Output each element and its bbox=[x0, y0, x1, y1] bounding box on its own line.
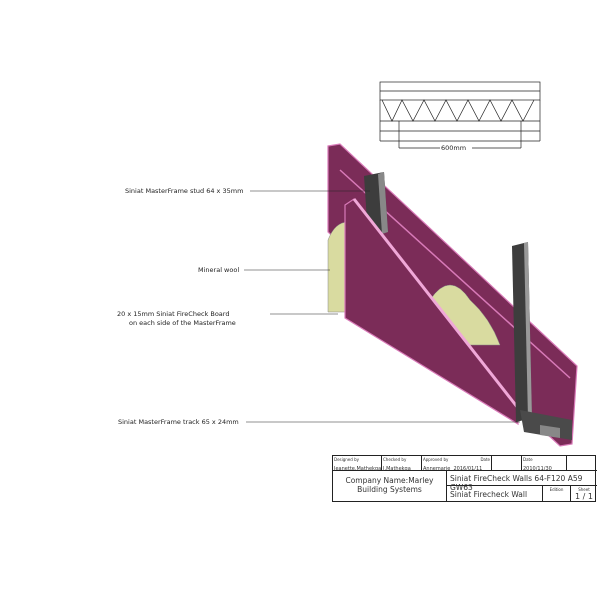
board-label-2: on each side of the MasterFrame bbox=[129, 319, 236, 327]
checked-by-label: Checked by bbox=[383, 457, 407, 462]
dimension-label: 600mm bbox=[441, 144, 467, 152]
sheet-label: Sheet bbox=[578, 487, 590, 492]
stud-right bbox=[512, 242, 532, 422]
board-label-1: 20 x 15mm Siniat FireCheck Board bbox=[117, 310, 230, 318]
designed-by-label: Designed by bbox=[334, 457, 359, 462]
date2: 2010/11/30 bbox=[523, 466, 552, 472]
track-label: Siniat MasterFrame track 65 x 24mm bbox=[118, 418, 239, 426]
checked-by: J.Mathekga bbox=[383, 466, 411, 472]
approved-row: Annemarie 2016/01/11 bbox=[423, 466, 490, 472]
sheet-number: 1 / 1 bbox=[575, 492, 593, 501]
company-name: Company Name:Marley Building Systems bbox=[333, 471, 447, 502]
title-block: Designed by Jeanette.Mathekga Checked by J… bbox=[332, 455, 597, 502]
date1-label: Date bbox=[480, 457, 490, 462]
wool-label: Mineral wool bbox=[198, 266, 240, 274]
stud-label: Siniat MasterFrame stud 64 x 35mm bbox=[125, 187, 244, 195]
edition-label: Edition bbox=[543, 486, 571, 502]
designed-by: Jeanette.Mathekga bbox=[334, 466, 382, 472]
drawing-title: Siniat FireCheck Walls 64-F120 A59 GW63 bbox=[447, 471, 597, 492]
leader-lines bbox=[244, 190, 520, 423]
approved-by: Annemarie bbox=[423, 466, 451, 472]
drawing-subtitle: Siniat Firecheck Wall bbox=[447, 486, 543, 502]
date1: 2016/01/11 bbox=[453, 466, 483, 472]
approved-by-label: Approved by bbox=[423, 457, 449, 462]
date2-label: Date bbox=[523, 457, 533, 462]
plan-section bbox=[379, 81, 541, 149]
plan-wool-zigzag bbox=[381, 99, 535, 122]
